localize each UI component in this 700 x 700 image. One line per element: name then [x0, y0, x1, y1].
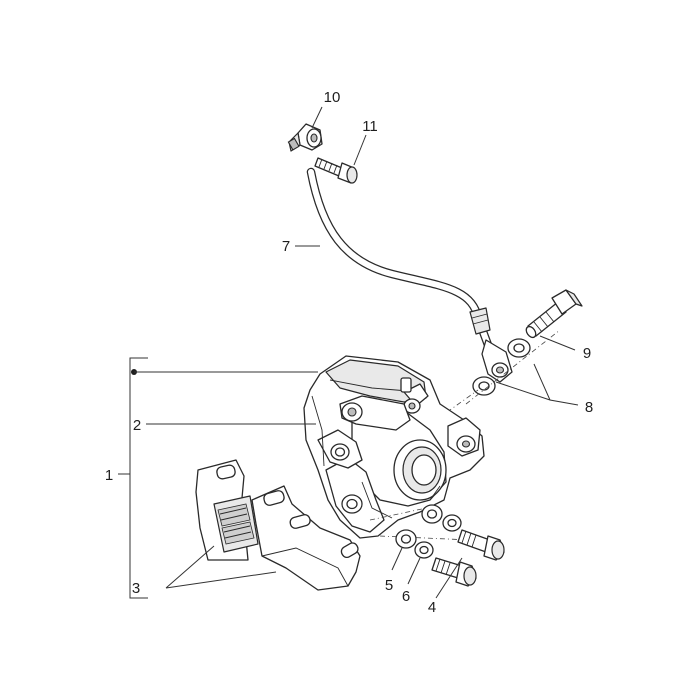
callout-labels: 10 11 7 9 8 2 1 3 5 6 4 — [105, 89, 593, 616]
callout-11: 11 — [362, 118, 378, 135]
assembly-bracket — [118, 357, 318, 599]
callout-4: 4 — [428, 599, 436, 616]
callout-5: 5 — [385, 577, 393, 594]
callout-2: 2 — [133, 417, 141, 434]
hose-clip — [287, 123, 323, 152]
caliper-body — [303, 355, 485, 539]
leader-lines — [146, 106, 579, 599]
callout-7: 7 — [282, 238, 290, 255]
sealing-washers — [472, 338, 531, 396]
brake-pads — [195, 459, 361, 591]
mount-bolts — [431, 529, 505, 587]
mount-washers — [395, 504, 462, 559]
clip-screw — [314, 157, 358, 184]
callout-6: 6 — [402, 588, 410, 605]
callout-10: 10 — [324, 89, 341, 106]
callout-1: 1 — [105, 467, 113, 484]
callout-8: 8 — [585, 399, 593, 416]
banjo-bolt — [525, 289, 583, 339]
callout-3: 3 — [132, 580, 140, 597]
callout-9: 9 — [583, 345, 591, 362]
brake-hose — [306, 167, 513, 383]
